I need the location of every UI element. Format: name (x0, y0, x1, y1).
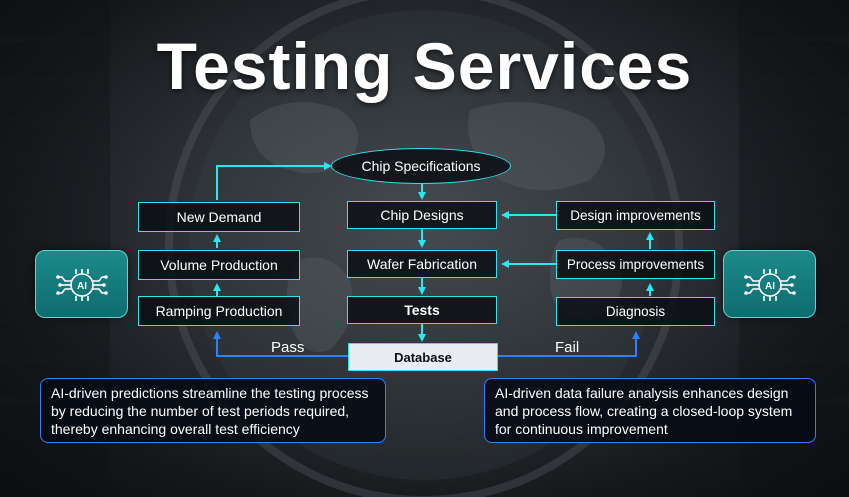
ai-badge-label: AI (77, 281, 87, 292)
ai-badge-left: AI (35, 250, 128, 318)
node-design-improvements: Design improvements (556, 201, 715, 230)
page-title: Testing Services (156, 29, 693, 103)
node-process-improvements: Process improvements (556, 250, 715, 279)
edge-label-fail: Fail (555, 339, 580, 356)
node-new-demand: New Demand (138, 202, 300, 232)
ai-chip-icon: AI (744, 269, 796, 301)
ai-badge-label: AI (765, 281, 775, 292)
node-wafer-fabrication: Wafer Fabrication (347, 250, 497, 278)
edge-label-pass: Pass (271, 339, 305, 356)
node-diagnosis: Diagnosis (556, 297, 715, 326)
ai-chip-icon: AI (56, 269, 108, 301)
node-volume-production: Volume Production (138, 250, 300, 280)
node-database: Database (348, 343, 498, 371)
node-chip-designs: Chip Designs (347, 201, 497, 229)
callout-left: AI-driven predictions streamline the tes… (40, 378, 386, 443)
node-chip-specifications: Chip Specifications (331, 148, 511, 184)
ai-badge-right: AI (723, 250, 816, 318)
callout-right: AI-driven data failure analysis enhances… (484, 378, 816, 443)
node-ramping-production: Ramping Production (138, 296, 300, 326)
node-tests: Tests (347, 296, 497, 324)
